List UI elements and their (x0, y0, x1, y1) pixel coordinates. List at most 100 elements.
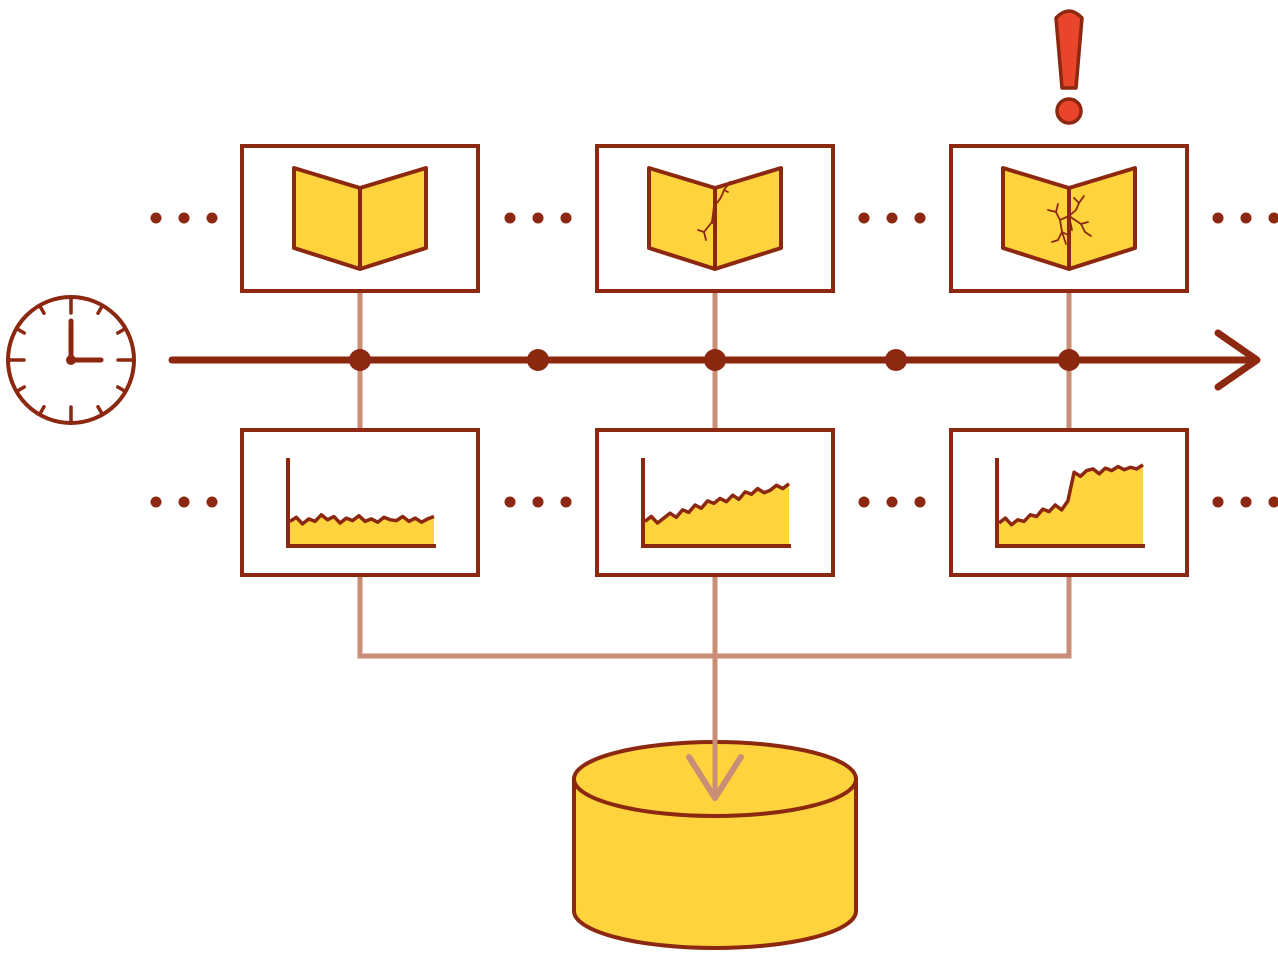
crack-icon (697, 181, 731, 241)
clock-tick (38, 305, 46, 315)
ellipsis-dot (150, 496, 162, 508)
crack-line (723, 189, 729, 193)
ellipsis-dot (504, 496, 516, 508)
ellipsis-dot (1240, 496, 1252, 508)
timeline-event (885, 349, 907, 371)
database-body (572, 777, 858, 950)
timeline-event (349, 349, 371, 371)
clock-tick (16, 385, 26, 393)
area-chart-icon (995, 458, 1145, 548)
crack-line (1084, 231, 1092, 237)
book-right-page (713, 166, 783, 271)
arrow-head-icon (686, 754, 744, 801)
ellipsis-dot (1268, 212, 1278, 224)
clock-center (66, 355, 76, 365)
exclamation-bar (1054, 9, 1084, 90)
clock-tick (16, 327, 26, 335)
timeline-axis (168, 329, 1261, 391)
timeline-event (1058, 349, 1080, 371)
crack-line (1061, 231, 1071, 237)
snapshot-chart-card (240, 428, 480, 577)
ellipsis-dot (560, 496, 572, 508)
snapshot-chart-card (949, 428, 1189, 577)
crack-line (1051, 239, 1059, 243)
crack-line (1078, 195, 1085, 204)
crack-line (723, 181, 731, 191)
ellipsis-dot (178, 496, 190, 508)
ellipsis-dot (560, 212, 572, 224)
crack-line (703, 221, 713, 233)
ellipsis-dot (532, 212, 544, 224)
snapshots (240, 144, 1189, 577)
chart-line (289, 513, 435, 526)
timeline-event (527, 349, 549, 371)
clock-icon (6, 295, 136, 425)
ellipsis-dot (1212, 212, 1224, 224)
open-book-icon (292, 166, 428, 271)
ellipsis-dot (858, 496, 870, 508)
ellipsis-icon (504, 496, 572, 508)
area-chart-icon (286, 458, 436, 548)
chart-axes (286, 458, 436, 548)
ellipsis-dot (150, 212, 162, 224)
ellipsis-icon (150, 212, 218, 224)
ellipsis-icon (504, 212, 572, 224)
crack-icon (1047, 195, 1092, 245)
ellipsis-dot (504, 212, 516, 224)
arrow-head-icon (1214, 329, 1261, 391)
exclamation-icon (1054, 9, 1084, 125)
crack-line (1068, 202, 1080, 217)
ellipsis-icon (858, 496, 926, 508)
ellipsis-icon (1212, 496, 1278, 508)
chart-axes (995, 458, 1145, 548)
ellipsis-dot (178, 212, 190, 224)
book-right-page (1067, 166, 1137, 271)
crack-line (713, 189, 725, 207)
ellipsis-dot (914, 496, 926, 508)
chart-area (645, 483, 789, 546)
crack-line (711, 221, 717, 227)
ellipsis-dot (532, 496, 544, 508)
crack-line (1061, 231, 1067, 245)
chart-area (290, 514, 434, 546)
crack-line (1068, 215, 1073, 231)
clock-tick (116, 385, 126, 393)
ellipsis-dot (1240, 212, 1252, 224)
snapshot-book-card (949, 144, 1189, 293)
ellipsis-dot (914, 212, 926, 224)
crack-line (1073, 197, 1080, 204)
open-book-icon (1001, 166, 1137, 271)
ellipsis-dot (206, 496, 218, 508)
chart-line (643, 482, 791, 525)
area-chart-icon (641, 458, 791, 548)
crack-line (703, 231, 707, 241)
ellipsis-icon (1212, 212, 1278, 224)
ellipsis-dot (206, 212, 218, 224)
ellipsis-dot (886, 496, 898, 508)
crack-line (1080, 221, 1089, 225)
ellipsis-dot (886, 212, 898, 224)
ellipsis-dot (1268, 496, 1278, 508)
crack-line (711, 205, 715, 223)
crack-line (1055, 203, 1059, 213)
timeline-event (704, 349, 726, 371)
exclamation-dot (1055, 97, 1083, 125)
snapshot-book-card (595, 144, 835, 293)
clock-tick (38, 405, 46, 415)
ellipsis-icon (150, 496, 218, 508)
chart-area (999, 464, 1143, 546)
ellipsis-dot (1212, 496, 1224, 508)
chart-card-frame (240, 428, 480, 577)
crack-line (697, 229, 705, 233)
clock-tick (116, 327, 126, 335)
ellipsis-dot (858, 212, 870, 224)
snapshot-chart-card (595, 428, 835, 577)
clock-tick (96, 305, 104, 315)
chart-line (997, 463, 1144, 527)
open-book-icon (647, 166, 783, 271)
crack-line (1047, 209, 1057, 213)
ellipsis-icon (858, 212, 926, 224)
ellipses (150, 212, 1278, 508)
book-right-page (358, 166, 428, 271)
